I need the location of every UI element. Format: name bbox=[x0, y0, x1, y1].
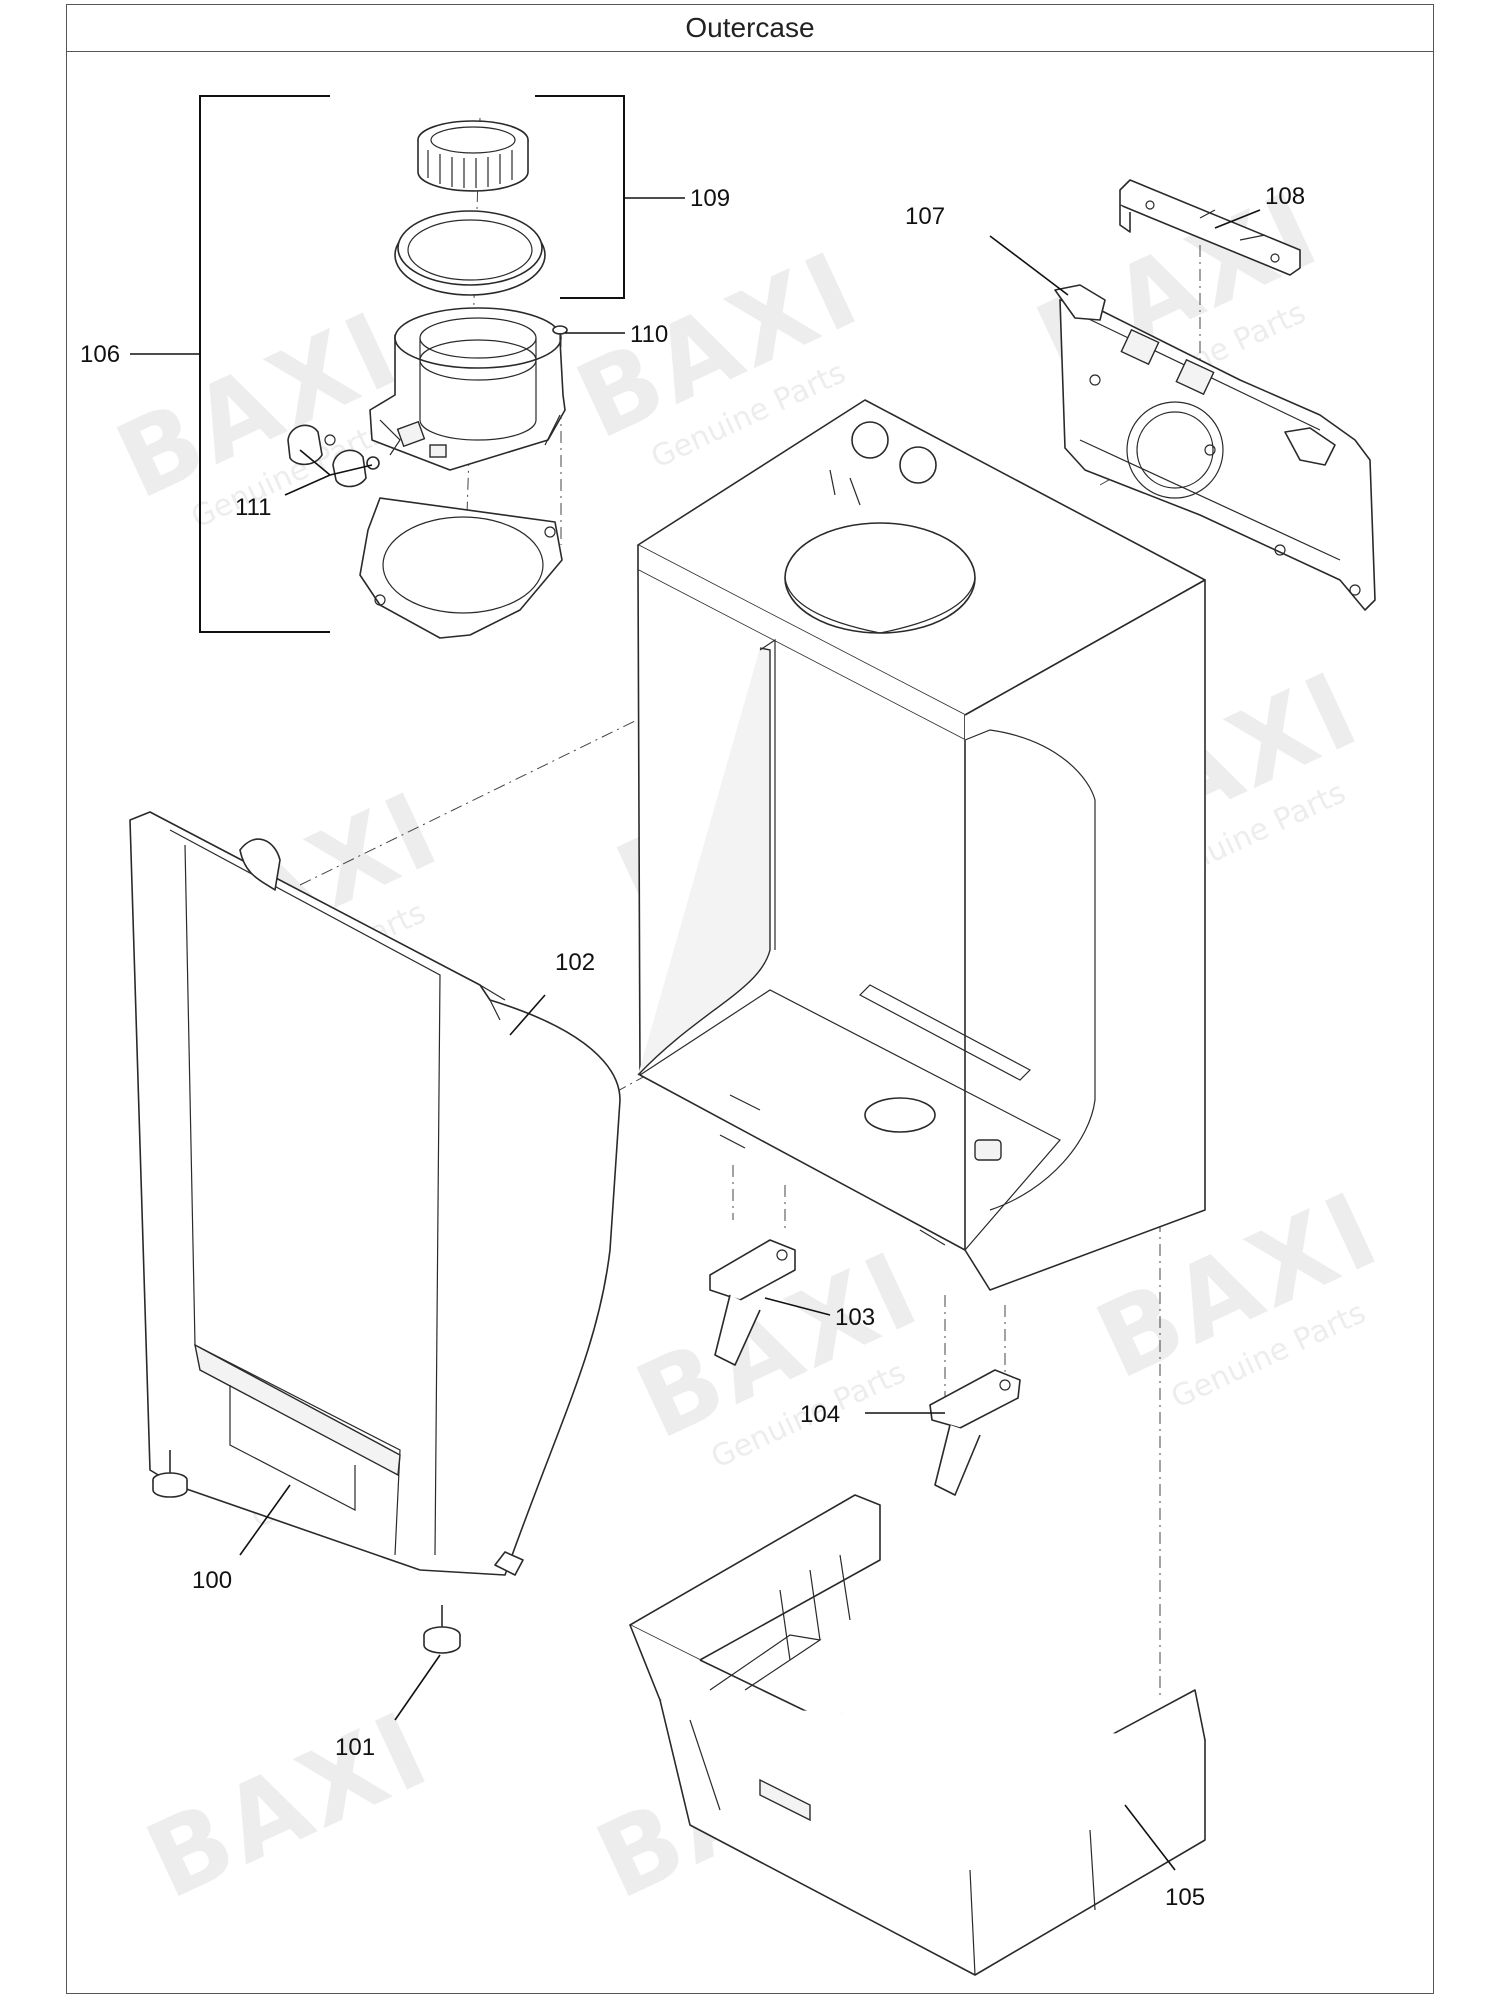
flue-seal-ring bbox=[394, 210, 546, 296]
callout-104: 104 bbox=[800, 1401, 840, 1428]
front-panel bbox=[129, 811, 621, 1576]
diagram-title: Outercase bbox=[67, 5, 1433, 52]
top-mounting-bracket bbox=[1119, 179, 1301, 276]
callout-100: 100 bbox=[192, 1567, 232, 1594]
foot-clip bbox=[494, 1551, 524, 1576]
callout-108: 108 bbox=[1265, 183, 1305, 210]
boiler-chassis bbox=[637, 399, 1206, 1291]
support-bracket-103 bbox=[709, 1239, 796, 1366]
callout-102: 102 bbox=[555, 949, 595, 976]
screw-110 bbox=[552, 325, 568, 345]
flue-kit-assembly bbox=[287, 120, 568, 639]
callout-105: 105 bbox=[1165, 1884, 1205, 1911]
callout-101: 101 bbox=[335, 1734, 375, 1761]
callout-106: 106 bbox=[80, 341, 120, 368]
test-point-caps bbox=[287, 424, 380, 488]
flue-gasket-plate bbox=[359, 497, 563, 639]
flue-clamp-ring bbox=[417, 120, 529, 192]
adjustable-foot-right bbox=[423, 1605, 461, 1654]
bottom-cover bbox=[629, 1494, 1206, 1976]
group-bracket-106 bbox=[130, 95, 330, 633]
adjustable-foot-left bbox=[152, 1450, 188, 1498]
group-bracket-109 bbox=[535, 95, 685, 299]
support-bracket-104 bbox=[929, 1369, 1021, 1496]
leader-lines bbox=[239, 209, 1261, 1871]
wall-mounting-plate bbox=[1054, 284, 1376, 611]
callout-109: 109 bbox=[690, 185, 730, 212]
flue-turret-adaptor bbox=[369, 307, 566, 471]
callout-110: 110 bbox=[630, 321, 668, 348]
callout-labels: 106 109 110 111 107 108 102 103 104 100 … bbox=[80, 183, 1305, 1911]
watermark-brand: BAXI bbox=[129, 1688, 448, 1923]
callout-111: 111 bbox=[235, 494, 271, 521]
callout-103: 103 bbox=[835, 1304, 875, 1331]
callout-107: 107 bbox=[905, 203, 945, 230]
